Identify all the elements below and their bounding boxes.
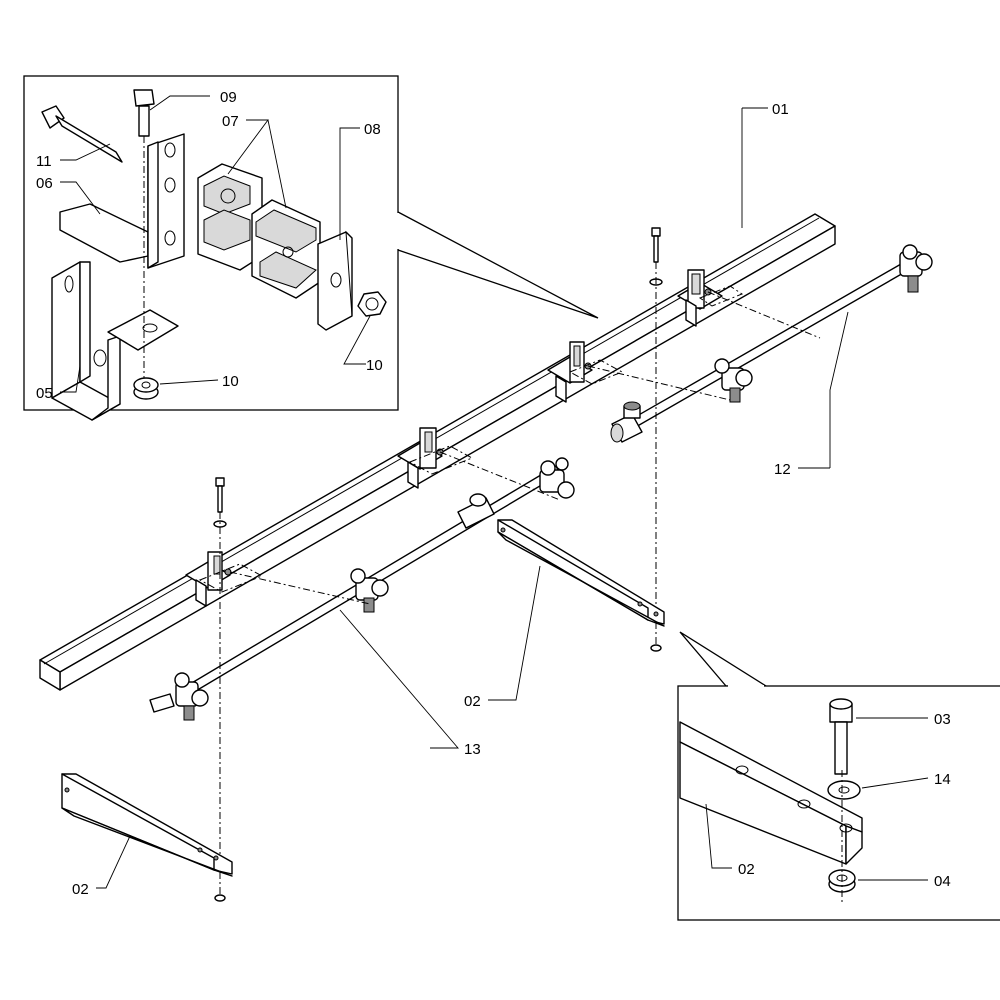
- nozzle-body-12b: [899, 244, 933, 293]
- label-14: 14: [934, 771, 951, 788]
- support-bracket-left: [61, 773, 233, 902]
- clamp-half-07a: [197, 163, 263, 271]
- nozzle-body-13c: [174, 672, 209, 721]
- bolt-11: [41, 105, 123, 163]
- mounting-bracket-05: [51, 261, 179, 421]
- part-labels: 01 12 02 02 13 09 07 08 11 06 05 10 10 0…: [36, 89, 951, 898]
- bolt-09: [133, 89, 155, 388]
- label-10-bottom: 10: [222, 373, 239, 390]
- label-06: 06: [36, 175, 53, 192]
- mounting-bracket-06: [59, 133, 185, 269]
- label-02-main: 02: [464, 693, 481, 710]
- label-01: 01: [772, 101, 789, 118]
- bolt-right: [649, 227, 663, 286]
- nozzle-body-13b: [539, 457, 575, 499]
- label-04: 04: [934, 873, 951, 890]
- nozzle-body-12a: [714, 358, 753, 403]
- spray-pipe-12: [610, 259, 913, 443]
- boom-tube: [39, 213, 836, 691]
- tube-clamp-1: [185, 551, 232, 607]
- nozzle-body-13a: [350, 568, 389, 613]
- label-10-top: 10: [366, 357, 383, 374]
- clamp-half-07b: [251, 199, 321, 299]
- detail-washer-14: [827, 780, 861, 800]
- label-02-left: 02: [72, 881, 89, 898]
- label-11: 11: [36, 153, 52, 170]
- bolt-left: [213, 477, 227, 528]
- label-13: 13: [464, 741, 481, 758]
- label-03: 03: [934, 711, 951, 728]
- support-bracket-main: [497, 519, 665, 652]
- clamp-plate-08: [317, 230, 353, 331]
- label-09: 09: [220, 89, 237, 106]
- leader-lines: [60, 95, 929, 889]
- label-07: 07: [222, 113, 239, 130]
- label-12: 12: [774, 461, 791, 478]
- detail-bolt-03: [829, 698, 853, 775]
- label-05: 05: [36, 385, 53, 402]
- tube-clamp-2: [397, 427, 444, 489]
- nut-10-bottom: [133, 377, 159, 400]
- detail-bracket: [679, 721, 863, 865]
- label-02-detail: 02: [738, 861, 755, 878]
- tube-clamp-4: [677, 269, 723, 327]
- nut-10-top: [357, 291, 387, 317]
- label-08: 08: [364, 121, 381, 138]
